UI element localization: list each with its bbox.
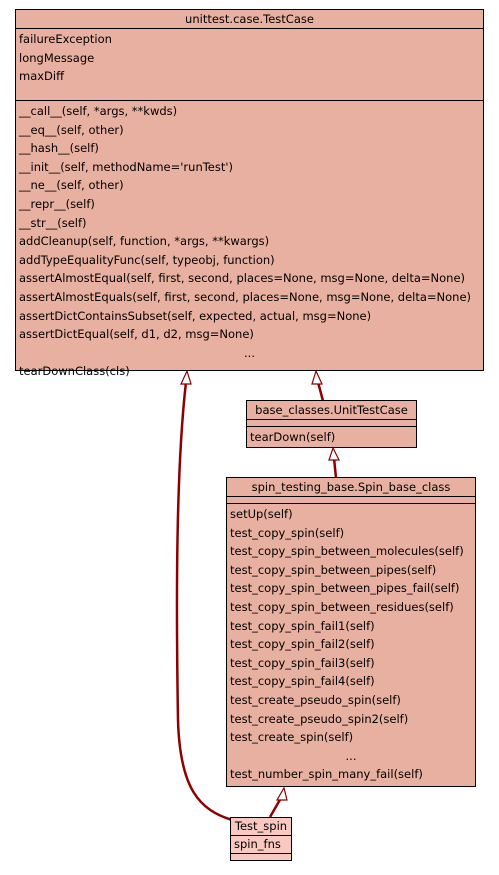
- method: test_create_pseudo_spin(self): [230, 692, 401, 707]
- class-unittestcase[interactable]: base_classes.UnitTestCase tearDown(self): [246, 400, 417, 448]
- method: test_create_pseudo_spin2(self): [230, 711, 409, 726]
- edge-testspin-to-testcase: [175, 381, 233, 822]
- method: test_copy_spin_fail2(self): [230, 637, 375, 652]
- arrowhead-testcase-right: [311, 369, 323, 385]
- attribute: longMessage: [19, 50, 95, 65]
- class-title: spin_testing_base.Spin_base_class: [251, 480, 451, 494]
- attributes-section: spin_fns: [231, 835, 291, 853]
- edge-spinbase-to-unittestcase: [332, 457, 338, 479]
- class-testcase[interactable]: unittest.case.TestCase failureException …: [15, 9, 484, 378]
- method: __repr__(self): [19, 196, 95, 211]
- arrowhead-spinbase: [275, 786, 288, 801]
- method: tearDown(self): [250, 430, 336, 444]
- method: tearDownClass(cls): [19, 364, 130, 379]
- method: assertAlmostEquals(self, first, second, …: [19, 289, 472, 304]
- method: test_create_spin(self): [230, 730, 354, 745]
- methods-section: tearDown(self): [247, 426, 416, 447]
- class-title: Test_spin: [234, 819, 288, 833]
- method: test_copy_spin_between_pipes(self): [230, 562, 437, 577]
- attribute: failureException: [19, 32, 112, 46]
- attributes-section: [227, 496, 475, 503]
- methods-section: __call__(self, *args, **kwds) __eq__(sel…: [16, 100, 483, 381]
- method: test_copy_spin_fail1(self): [230, 618, 375, 633]
- class-title: unittest.case.TestCase: [185, 12, 314, 26]
- method: test_copy_spin_between_residues(self): [230, 599, 454, 614]
- method: test_number_spin_many_fail(self): [230, 767, 423, 782]
- method: test_copy_spin_between_molecules(self): [230, 544, 464, 559]
- attribute: spin_fns: [234, 837, 281, 851]
- method: addTypeEqualityFunc(self, typeobj, funct…: [19, 252, 275, 267]
- method: __str__(self): [19, 215, 87, 230]
- method: __init__(self, methodName='runTest'): [19, 159, 234, 174]
- attributes-section: [247, 419, 416, 426]
- edge-unittestcase-to-testcase: [316, 381, 325, 402]
- method: test_copy_spin_between_pipes_fail(self): [230, 581, 460, 596]
- method: __hash__(self): [19, 141, 99, 156]
- method: __ne__(self, other): [19, 178, 124, 193]
- ellipsis: ...: [244, 345, 255, 360]
- method: test_copy_spin_fail4(self): [230, 674, 375, 689]
- method: addCleanup(self, function, *args, **kwar…: [19, 234, 270, 249]
- method: test_copy_spin_fail3(self): [230, 655, 375, 670]
- arrowhead-testcase-left: [180, 369, 192, 385]
- method: assertDictEqual(self, d1, d2, msg=None): [19, 327, 254, 342]
- method: assertDictContainsSubset(self, expected,…: [19, 308, 372, 323]
- methods-section: setUp(self) test_copy_spin(self) test_co…: [227, 503, 475, 784]
- arrowhead-unittestcase: [328, 446, 340, 461]
- class-test-spin[interactable]: Test_spin spin_fns: [230, 817, 292, 861]
- ellipsis: ...: [345, 748, 357, 763]
- class-spin-base[interactable]: spin_testing_base.Spin_base_class setUp(…: [226, 477, 476, 787]
- class-title: base_classes.UnitTestCase: [255, 403, 408, 417]
- method: assertAlmostEqual(self, first, second, p…: [19, 271, 466, 286]
- methods-section: [231, 853, 291, 859]
- attributes-section: failureException longMessage maxDiff: [16, 28, 483, 100]
- method: setUp(self): [230, 507, 293, 521]
- method: test_copy_spin(self): [230, 525, 345, 540]
- edge-testspin-to-spinbase: [268, 797, 283, 818]
- method: __call__(self, *args, **kwds): [19, 104, 178, 118]
- method: __eq__(self, other): [19, 122, 124, 137]
- attribute: maxDiff: [19, 69, 65, 84]
